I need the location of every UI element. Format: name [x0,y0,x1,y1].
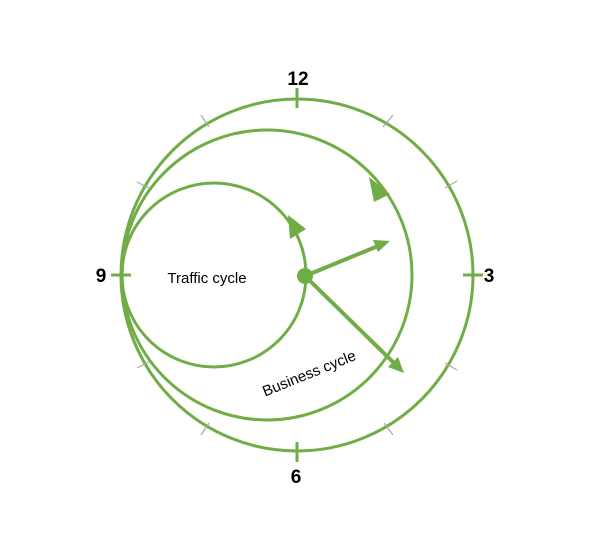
business-cycle-direction-arrow [369,177,390,202]
minor-tick-8 [136,361,150,369]
minor-tick-4 [444,362,458,371]
major-ticks [111,88,483,462]
hour-label-6: 6 [291,467,302,488]
minor-tick-5 [383,422,394,436]
center-hub [297,268,313,284]
long-hand-arrowhead [388,357,404,373]
short-hand-arrowhead [373,240,390,252]
traffic-cycle-label: Traffic cycle [167,270,246,287]
hour-label-3: 3 [484,266,495,287]
short-hand-line [304,244,379,278]
business-cycle-circle [120,128,414,422]
hour-label-9: 9 [96,266,107,287]
minor-tick-7 [200,422,210,436]
hour-label-12: 12 [287,69,308,90]
minor-ticks [136,114,458,436]
long-hand-line [303,274,396,365]
minor-tick-11 [200,114,210,128]
business-cycle-label: Business cycle [260,347,358,400]
traffic-cycle-direction-arrow [288,215,306,239]
minor-tick-10 [136,181,150,189]
minor-tick-1 [382,114,394,128]
clock-hands [297,240,404,373]
minor-tick-2 [444,180,458,189]
